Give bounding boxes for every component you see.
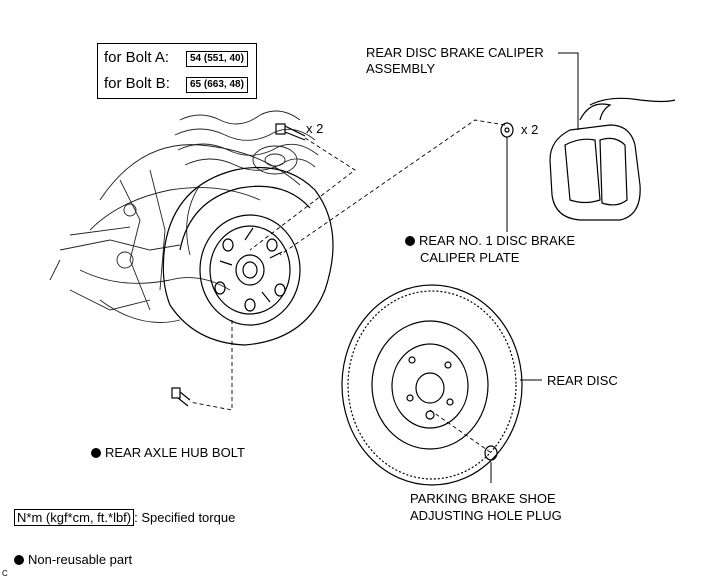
caliper-assembly-label-line2: ASSEMBLY: [366, 61, 436, 76]
caliper-plate-label-text: REAR NO. 1 DISC BRAKE: [419, 233, 576, 248]
bolt-b-label: for Bolt B:: [104, 75, 170, 92]
dust-shield-drawing: [162, 166, 334, 346]
bolt-a-torque: 54 (551, 40): [186, 51, 248, 67]
bolt-b-torque: 65 (663, 48): [186, 77, 248, 93]
caliper-plate-quantity: x 2: [521, 122, 539, 137]
corner-mark: C: [2, 569, 8, 578]
nonreusable-bullet-icon: [405, 236, 415, 246]
torque-legend-text: : Specified torque: [134, 510, 236, 525]
knuckle-assembly-drawing: [49, 110, 319, 323]
plug-drawing: [484, 445, 498, 461]
caliper-plate-label-line2: CALIPER PLATE: [420, 250, 520, 265]
hub-bolt-drawing: [171, 387, 191, 407]
caliper-bolt-drawing: [275, 123, 306, 141]
nonreusable-legend-text: Non-reusable part: [28, 552, 133, 567]
hub-bolt-label-text: REAR AXLE HUB BOLT: [105, 445, 245, 460]
caliper-plate-drawing: [500, 122, 514, 138]
assembly-guide-lines: [189, 119, 506, 453]
torque-legend: N*m (kgf*cm, ft.*lbf): Specified torque: [14, 509, 235, 526]
torque-spec-box: for Bolt A: 54 (551, 40) for Bolt B: 65 …: [97, 43, 257, 99]
nonreusable-bullet-icon: [14, 555, 24, 565]
nonreusable-bullet-icon: [91, 448, 101, 458]
caliper-assembly-label-line1: REAR DISC BRAKE CALIPER: [366, 45, 544, 60]
rear-disc-label: REAR DISC: [547, 373, 618, 388]
bolt-quantity: x 2: [306, 121, 324, 136]
plug-label-line1: PARKING BRAKE SHOE: [410, 491, 556, 506]
bolt-a-label: for Bolt A:: [104, 49, 170, 66]
axle-hub-drawing: [199, 214, 301, 326]
caliper-drawing: [549, 97, 676, 221]
nonreusable-legend: Non-reusable part: [14, 551, 132, 568]
label-leaders: [490, 52, 579, 483]
rear-disc-drawing: [341, 284, 523, 486]
plug-label-line2: ADJUSTING HOLE PLUG: [410, 508, 562, 523]
torque-unit-box: N*m (kgf*cm, ft.*lbf): [14, 509, 135, 526]
caliper-plate-label-line1: REAR NO. 1 DISC BRAKE: [405, 232, 575, 249]
hub-bolt-label: REAR AXLE HUB BOLT: [91, 444, 245, 461]
